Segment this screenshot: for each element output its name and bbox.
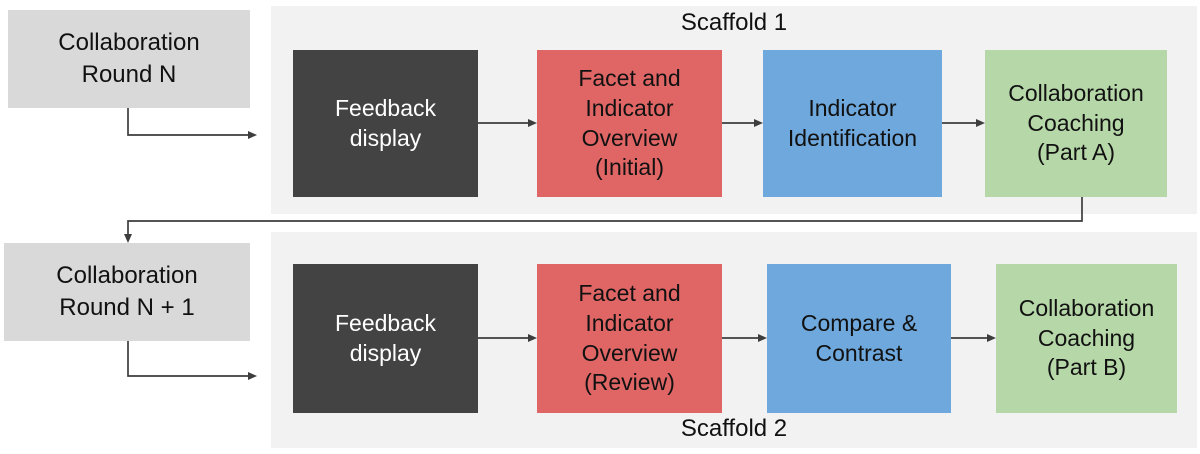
arrow-round-n-to-scaffold1: [127, 108, 257, 139]
scaffold1-title: Scaffold 1: [680, 9, 788, 36]
arrow-round-n-plus-1-to-scaffold2: [127, 341, 257, 380]
scaffold2-collaboration-coaching-part-b-box: Collaboration Coaching (Part B): [996, 264, 1177, 413]
scaffold2-compare-contrast-box: Compare & Contrast: [767, 264, 951, 413]
scaffold2-facet-indicator-overview-review-box: Facet and Indicator Overview (Review): [537, 264, 722, 413]
collaboration-round-n-box: Collaboration Round N: [8, 10, 250, 108]
scaffold2-feedback-display-box: Feedback display: [293, 264, 478, 413]
collaboration-round-n-plus-1-box: Collaboration Round N + 1: [4, 243, 250, 341]
scaffold2-title: Scaffold 2: [680, 415, 788, 442]
scaffold1-feedback-display-box: Feedback display: [293, 50, 478, 197]
scaffold1-indicator-identification-box: Indicator Identification: [763, 50, 942, 197]
scaffold1-facet-indicator-overview-initial-box: Facet and Indicator Overview (Initial): [537, 50, 722, 197]
scaffold1-collaboration-coaching-part-a-box: Collaboration Coaching (Part A): [985, 50, 1167, 197]
